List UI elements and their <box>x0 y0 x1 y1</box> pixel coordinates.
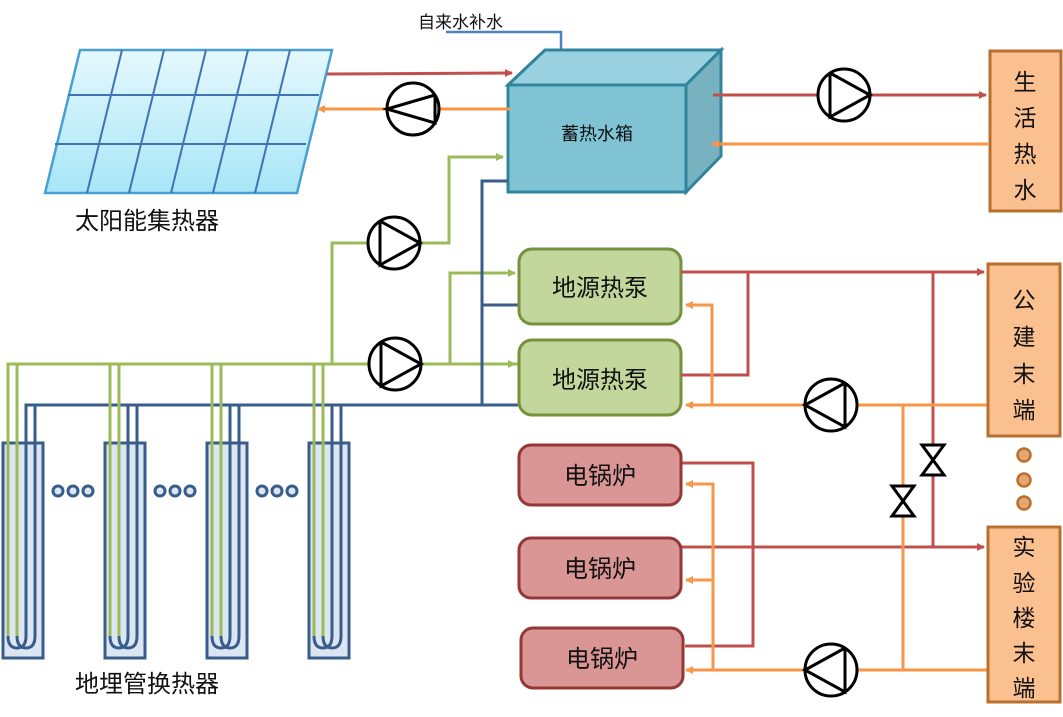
svg-text:端: 端 <box>1013 398 1036 424</box>
ellipsis-dot <box>270 484 284 498</box>
lab-building-terminal <box>986 525 1062 704</box>
electric-boiler-1 <box>517 443 683 507</box>
solar-collector-label: 太阳能集热器 <box>75 207 219 235</box>
electric-boiler-1-label: 电锅炉 <box>564 462 636 490</box>
ground-to-tank-branch <box>330 241 368 364</box>
terminal-ellipsis <box>1016 447 1032 511</box>
public-building-terminal-label: 公 建 末 端 <box>1013 288 1036 424</box>
boiler1-return-pipe <box>685 480 715 670</box>
svg-text:楼: 楼 <box>1013 606 1036 632</box>
ground-return-header <box>24 403 520 640</box>
svg-text:公: 公 <box>1013 288 1036 314</box>
heat-pump-1-label: 地源热泵 <box>552 274 648 302</box>
ellipsis-dot <box>285 484 299 498</box>
ellipsis-dot <box>153 484 167 498</box>
domestic-hot-water-label: 生 活 热 水 <box>1014 70 1037 204</box>
storage-tank-label: 蓄热水箱 <box>561 124 633 145</box>
svg-text:水: 水 <box>1014 178 1037 204</box>
lab-building-terminal-label: 实 验 楼 末 端 <box>1013 535 1036 702</box>
heat-pump-2 <box>517 338 683 417</box>
heatpump1-return-pipe <box>685 301 714 405</box>
domestic-hot-water-terminal <box>988 49 1063 213</box>
ground-heat-exchanger <box>1 364 351 660</box>
ellipsis-dot <box>168 484 182 498</box>
svg-text:热: 热 <box>1014 142 1037 168</box>
svg-text:生: 生 <box>1014 70 1037 96</box>
heat-pump-1 <box>517 247 683 326</box>
solar-collector <box>43 48 334 195</box>
svg-text:端: 端 <box>1013 676 1036 702</box>
public-building-return-pump-icon <box>801 377 859 433</box>
svg-text:活: 活 <box>1014 106 1037 132</box>
electric-boiler-3-label: 电锅炉 <box>566 645 638 673</box>
ground-to-heatpump1-supply <box>448 269 516 364</box>
ground-to-tank-supply <box>420 153 504 245</box>
ground-to-tank-pump-icon <box>366 215 424 271</box>
ground-heat-exchanger-label: 地埋管换热器 <box>75 670 219 698</box>
ellipsis-dot <box>1016 447 1032 463</box>
storage-tank <box>504 46 725 196</box>
borehole <box>307 364 351 660</box>
ellipsis-dot <box>1016 472 1032 488</box>
svg-text:末: 末 <box>1013 641 1036 667</box>
dhw-pump-icon <box>816 67 874 123</box>
ellipsis-dot <box>183 484 197 498</box>
return-bypass-valve <box>889 484 917 518</box>
borehole <box>103 364 147 660</box>
ellipsis-dot <box>66 484 80 498</box>
lab-building-return-pump-icon <box>801 642 859 698</box>
solar-supply-pipe <box>326 69 513 78</box>
public-building-terminal <box>986 262 1062 438</box>
makeup-water-label: 自来水补水 <box>418 13 503 33</box>
svg-text:末: 末 <box>1013 362 1036 388</box>
electric-boiler-3 <box>519 626 685 690</box>
heat-pump-2-label: 地源热泵 <box>552 366 648 394</box>
svg-text:实: 实 <box>1013 535 1036 561</box>
electric-boiler-2-label: 电锅炉 <box>564 555 636 583</box>
solar-loop-pump-icon <box>381 81 441 137</box>
borehole <box>205 364 249 660</box>
ellipsis-dot <box>81 484 95 498</box>
borehole <box>1 364 45 660</box>
ellipsis-dot <box>51 484 65 498</box>
svg-text:验: 验 <box>1013 571 1036 597</box>
supply-bypass-valve <box>919 443 947 477</box>
tank-to-ground-return <box>480 179 508 405</box>
heatpump2-supply-pipe <box>681 272 750 377</box>
ellipsis-dot <box>1016 495 1032 511</box>
svg-text:建: 建 <box>1013 325 1036 351</box>
ellipsis-dot <box>255 484 269 498</box>
boiler1-supply-pipe <box>681 461 755 648</box>
electric-boiler-2 <box>517 536 683 600</box>
ground-to-heatpump-pump-icon <box>367 336 425 392</box>
